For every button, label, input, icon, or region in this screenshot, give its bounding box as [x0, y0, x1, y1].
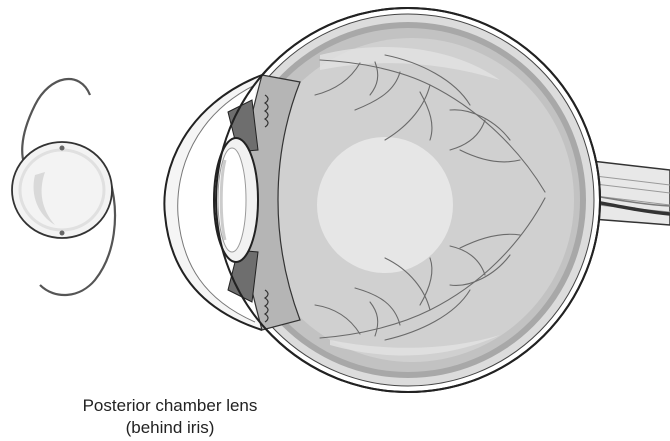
caption-line-1: Posterior chamber lens [40, 395, 300, 417]
lens-optic [12, 142, 112, 238]
positioning-hole-bottom [60, 231, 65, 236]
positioning-hole-top [60, 146, 65, 151]
caption-line-2: (behind iris) [40, 417, 300, 439]
macula-region [317, 137, 453, 273]
intraocular-lens-implant [12, 79, 115, 295]
caption: Posterior chamber lens (behind iris) [40, 395, 300, 439]
